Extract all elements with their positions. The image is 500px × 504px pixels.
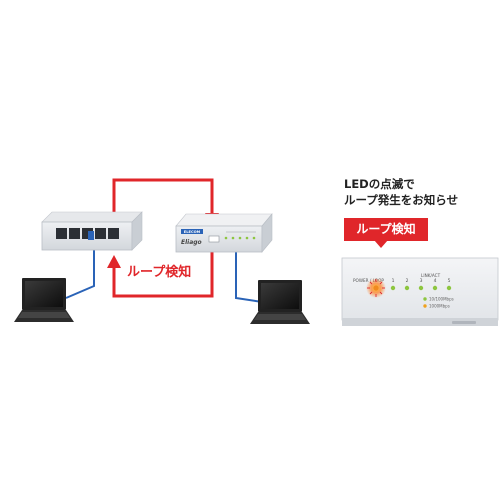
switch-brand-text: ELECOM xyxy=(184,230,201,234)
port-number-2: 2 xyxy=(406,278,409,284)
brand-plate xyxy=(181,229,203,234)
loop-led-flash-rays xyxy=(367,279,385,297)
caption-line-1: LEDの点滅で xyxy=(344,177,415,191)
port-led-5 xyxy=(446,285,452,291)
speed-legend-1: 10/100Mbps xyxy=(429,297,454,302)
port-led-2 xyxy=(404,285,410,291)
loop-detect-badge-pointer xyxy=(374,240,388,248)
power-switch-slot xyxy=(208,235,220,243)
port-led-3 xyxy=(418,285,424,291)
zoomed-switch-panel: POWER / LOOP LINK/ACT 1 2 3 4 5 xyxy=(341,257,499,326)
right-switch: ELECOM Eliago xyxy=(175,213,273,253)
speed-legend-2: 1000Mbps xyxy=(429,304,450,309)
link-act-label: LINK/ACT xyxy=(421,273,441,278)
lan-cables xyxy=(65,247,263,303)
speed-legend-led-2 xyxy=(423,304,427,308)
switch-logo-text: Eliago xyxy=(181,239,202,246)
laptop-left-screen xyxy=(25,281,63,307)
left-switch-ports xyxy=(56,228,119,240)
port-number-4: 4 xyxy=(434,278,437,284)
laptop-right xyxy=(250,280,310,324)
loop-led xyxy=(373,285,379,291)
cable-left xyxy=(65,247,95,299)
panel-bottom-edge xyxy=(342,318,498,326)
loop-path-upper xyxy=(112,178,214,222)
loop-detect-badge: ループ検知 xyxy=(344,218,428,241)
cable-right xyxy=(235,250,263,303)
port-leds xyxy=(390,285,452,291)
port-led-4 xyxy=(432,285,438,291)
loop-path xyxy=(112,178,214,298)
port-number-row: 1 2 3 4 5 xyxy=(392,278,451,284)
panel-foot xyxy=(452,321,476,324)
port-led-1 xyxy=(390,285,396,291)
loop-arrow-up xyxy=(107,255,121,268)
loop-detect-label: ループ検知 xyxy=(127,265,192,280)
power-loop-label: POWER / LOOP xyxy=(353,278,384,283)
laptop-left xyxy=(14,278,74,322)
caption-line-2: ループ発生をお知らせ xyxy=(344,193,459,207)
laptop-right-screen xyxy=(261,283,299,309)
speed-legend-led-1 xyxy=(423,297,427,301)
left-switch xyxy=(41,211,143,251)
right-switch-leds xyxy=(224,236,256,240)
port-number-5: 5 xyxy=(448,278,451,284)
loop-path-lower xyxy=(112,252,214,298)
port-number-3: 3 xyxy=(420,278,423,284)
port-number-1: 1 xyxy=(392,278,395,284)
